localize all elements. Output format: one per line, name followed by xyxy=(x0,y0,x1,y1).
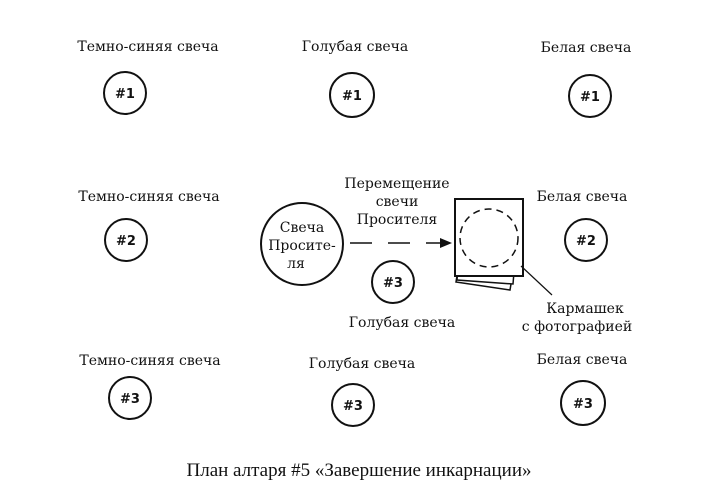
candle-circle xyxy=(568,74,612,118)
candle-blue-3: Голубая свеча #3 xyxy=(309,356,416,427)
diagram-caption: План алтаря #5 «Завершение инкарнации» xyxy=(187,460,532,481)
candle-number: #1 xyxy=(115,87,135,102)
candle-circle xyxy=(329,72,375,118)
candle-label: Темно-синяя свеча xyxy=(77,39,218,55)
candle-blue-3-center: #3 Голубая свеча xyxy=(349,260,456,331)
candle-dark-blue-2: Темно-синяя свеча #2 xyxy=(78,189,220,262)
candle-number: #1 xyxy=(580,90,600,105)
candle-number: #3 xyxy=(120,392,140,407)
candle-label: Белая свеча xyxy=(537,189,628,205)
candle-circle xyxy=(371,260,415,304)
petitioner-line-3: ля xyxy=(287,256,305,272)
arrow-head-icon xyxy=(440,238,452,248)
candle-dark-blue-1: Темно-синяя свеча #1 xyxy=(77,39,219,115)
candle-number: #3 xyxy=(383,276,403,291)
petitioner-line-1: Свеча xyxy=(280,220,324,236)
candle-circle xyxy=(564,218,608,262)
candle-number: #3 xyxy=(343,399,363,414)
pocket-frame xyxy=(454,198,524,277)
candle-number: #1 xyxy=(342,89,362,104)
petitioner-line-2: Просите- xyxy=(268,238,336,254)
candle-label: Темно-синяя свеча xyxy=(78,189,219,205)
candle-circle xyxy=(108,376,152,420)
movement-line-2: свечи xyxy=(376,194,419,210)
pocket-line-2: с фотографией xyxy=(522,319,632,335)
pocket-label: Кармашек с фотографией xyxy=(522,301,632,335)
candle-label: Белая свеча xyxy=(537,352,628,368)
candle-number: #2 xyxy=(576,234,596,249)
movement-line-1: Перемещение xyxy=(344,176,449,192)
movement-line-3: Просителя xyxy=(357,212,438,228)
candle-label: Голубая свеча xyxy=(302,39,409,55)
candle-label: Белая свеча xyxy=(541,40,632,56)
candle-dark-blue-3: Темно-синяя свеча #3 xyxy=(79,353,221,420)
candle-circle xyxy=(331,383,375,427)
petitioner-circle xyxy=(260,202,344,286)
photo-pocket xyxy=(454,198,553,296)
candle-white-1: Белая свеча #1 xyxy=(541,40,632,118)
movement-label: Перемещение свечи Просителя xyxy=(344,176,449,228)
candle-number: #2 xyxy=(116,234,136,249)
candle-number: #3 xyxy=(573,397,593,412)
pocket-line-1: Кармашек xyxy=(546,301,624,317)
photo-placeholder-circle xyxy=(459,208,519,268)
petitioner-candle: Свеча Просите- ля xyxy=(260,202,344,286)
candle-circle xyxy=(560,380,606,426)
candle-label: Темно-синяя свеча xyxy=(79,353,220,369)
candle-circle xyxy=(104,218,148,262)
pocket-pointer-line xyxy=(520,265,553,296)
movement-arrow xyxy=(350,238,452,248)
candle-white-2: Белая свеча #2 xyxy=(537,189,628,262)
candle-label: Голубая свеча xyxy=(349,315,456,331)
candle-blue-1: Голубая свеча #1 xyxy=(302,39,409,118)
candle-label: Голубая свеча xyxy=(309,356,416,372)
candle-circle xyxy=(103,71,147,115)
candle-white-3: Белая свеча #3 xyxy=(537,352,628,426)
